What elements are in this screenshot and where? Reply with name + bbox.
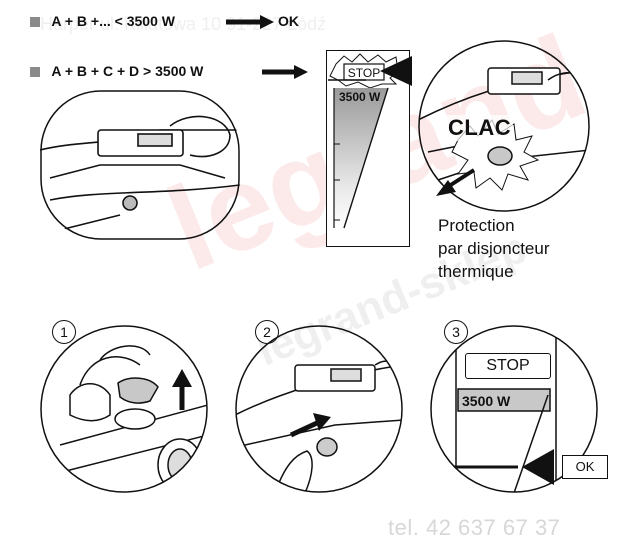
formula-line-1-result: OK: [278, 13, 299, 29]
step-3-stop-box: STOP: [465, 353, 551, 379]
top-gauge-stop-label: STOP: [347, 66, 381, 80]
arrow-right-icon: [226, 15, 274, 29]
pointer-arrow-icon: [380, 56, 412, 86]
clac-label: CLAC: [446, 115, 514, 141]
step-2-illustration: [235, 325, 403, 493]
formula-line-2: A + B + C + D > 3500 W: [30, 62, 203, 80]
top-gauge-power-label: 3500 W: [339, 90, 381, 104]
step-3-stop-label: STOP: [486, 357, 530, 374]
step-3-illustration: [430, 325, 598, 493]
bullet-square-icon: [30, 17, 40, 28]
formula-line-1: A + B +... < 3500 W: [30, 12, 175, 30]
step-3-number: 3: [444, 320, 468, 344]
device-illustration-top-left: [40, 90, 240, 240]
step-1-illustration: [40, 325, 208, 493]
formula-line-2-text: A + B + C + D > 3500 W: [51, 63, 204, 79]
bullet-square-icon: [30, 67, 40, 78]
protection-line-3: thermique: [438, 262, 514, 281]
protection-line-1: Protection: [438, 216, 515, 235]
footer-phone-watermark: tel. 42 637 67 37: [388, 515, 561, 540]
step-3-ok-box: OK: [562, 455, 608, 479]
top-gauge-graphic: [328, 53, 399, 229]
formula-line-1-text: A + B +... < 3500 W: [51, 13, 175, 29]
protection-caption: Protection par disjoncteur thermique: [438, 214, 550, 283]
step-3-power-label: 3500 W: [462, 393, 511, 409]
step-1-number: 1: [52, 320, 76, 344]
protection-line-2: par disjoncteur: [438, 239, 550, 258]
arrow-right-icon: [262, 65, 308, 79]
